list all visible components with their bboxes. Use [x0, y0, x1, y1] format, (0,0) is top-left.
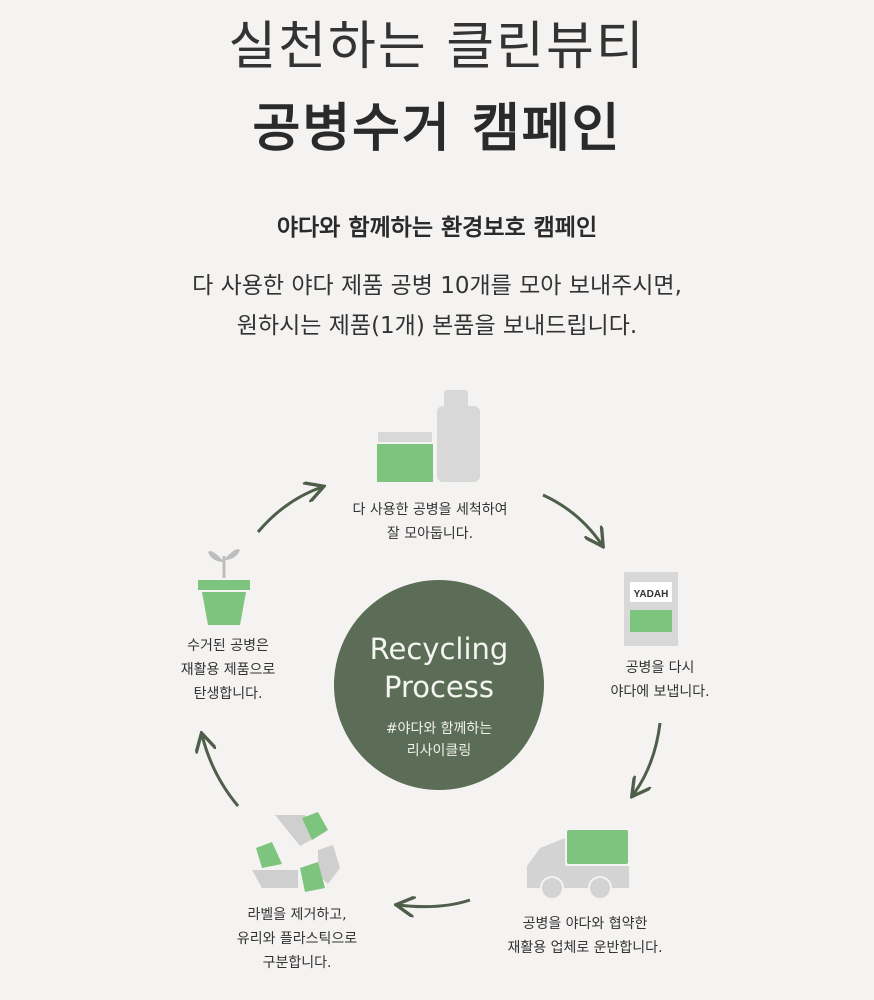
package-icon: [624, 572, 678, 646]
step-5-text: 수거된 공병은 재활용 제품으로 탄생합니다.: [118, 634, 338, 706]
step-3-text: 공병을 야다와 협약한 재활용 업체로 운반합니다.: [475, 912, 695, 960]
step-5-line-3: 탄생합니다.: [193, 686, 263, 702]
center-tag: #야다와 함께하는 리사이클링: [334, 718, 544, 762]
step-2-line-1: 공병을 다시: [625, 660, 695, 676]
arrow-step2-to-step3: [633, 722, 662, 795]
step-5-line-2: 재활용 제품으로: [180, 662, 276, 678]
step-5-line-1: 수거된 공병은: [187, 638, 269, 654]
truck-icon: [527, 830, 629, 900]
step-2-line-2: 야다에 보냅니다.: [610, 684, 710, 700]
step-4-line-1: 라벨을 제거하고,: [247, 907, 347, 923]
step-4-line-2: 유리와 플라스틱으로: [236, 931, 358, 947]
subtitle: 야다와 함께하는 환경보호 캠페인: [276, 215, 598, 241]
arrow-step1-to-step2: [542, 493, 602, 545]
step-1-text: 다 사용한 공병을 세척하여 잘 모아둡니다.: [320, 498, 540, 546]
step-2-text: 공병을 다시 야다에 보냅니다.: [550, 656, 770, 704]
center-tag-line-1: #야다와 함께하는: [385, 721, 493, 737]
title-line-2: 공병수거 캠페인: [252, 99, 622, 159]
step-1-line-2: 잘 모아둡니다.: [386, 526, 474, 542]
sprout-pot-icon: [198, 549, 250, 625]
title-line-1: 실천하는 클린뷰티: [228, 17, 646, 77]
arrow-step3-to-step4: [398, 900, 471, 907]
step-4-line-3: 구분합니다.: [262, 955, 332, 971]
step-3-line-1: 공병을 야다와 협약한: [522, 916, 648, 932]
step-1-line-1: 다 사용한 공병을 세척하여: [352, 502, 508, 518]
step-4-text: 라벨을 제거하고, 유리와 플라스틱으로 구분합니다.: [187, 903, 407, 975]
body-line-1: 다 사용한 야다 제품 공병 10개를 모아 보내주시면,: [192, 273, 682, 299]
recycling-process-circle: Recycling Process #야다와 함께하는 리사이클링: [334, 580, 544, 790]
arrow-step5-to-step1: [256, 487, 322, 533]
body-line-2: 원하시는 제품(1개) 본품을 보내드립니다.: [236, 313, 638, 339]
recycle-icon: [252, 812, 340, 892]
step-3-line-2: 재활용 업체로 운반합니다.: [507, 940, 663, 956]
center-title-line-1: Recycling: [369, 632, 509, 666]
center-title-line-2: Process: [383, 670, 494, 704]
arrow-step4-to-step5: [202, 735, 240, 807]
package-brand-label: YADAH: [634, 589, 669, 600]
bottles-icon: [377, 390, 480, 482]
center-title: Recycling Process: [334, 630, 544, 706]
center-tag-line-2: 리사이클링: [406, 743, 472, 759]
